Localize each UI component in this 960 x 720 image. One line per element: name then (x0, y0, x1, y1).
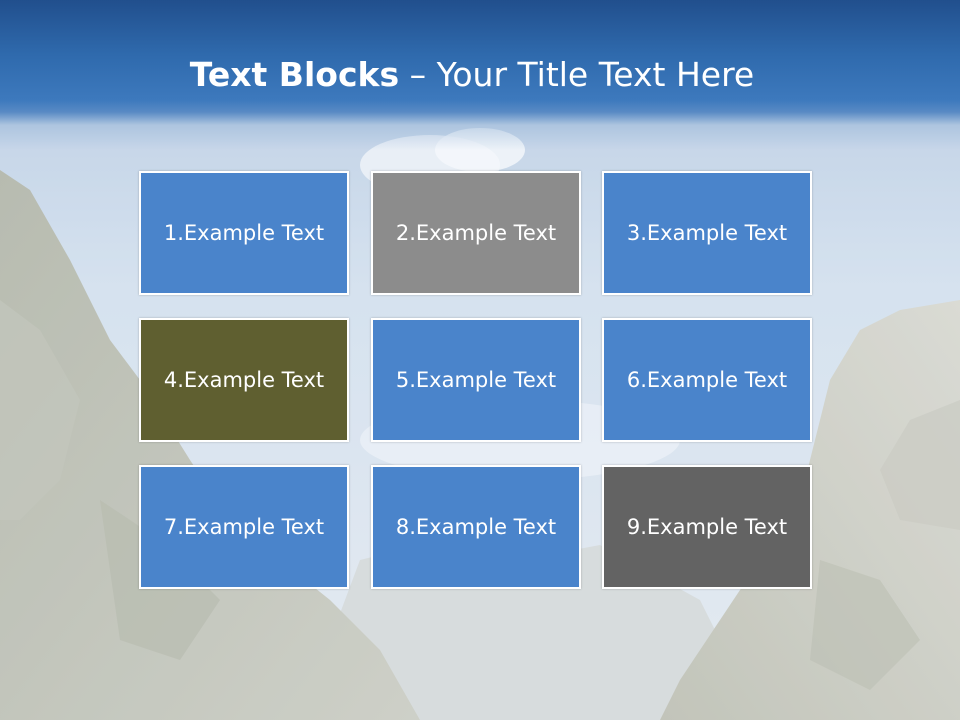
text-block-9: 9.Example Text (602, 465, 812, 589)
slide-title: Text Blocks – Your Title Text Here (0, 52, 944, 98)
text-block-2: 2.Example Text (371, 171, 581, 295)
text-block-6: 6.Example Text (602, 318, 812, 442)
text-block-3: 3.Example Text (602, 171, 812, 295)
title-banner (0, 0, 960, 150)
text-block-7: 7.Example Text (139, 465, 349, 589)
text-block-5: 5.Example Text (371, 318, 581, 442)
title-rest: Your Title Text Here (436, 55, 755, 94)
text-block-4: 4.Example Text (139, 318, 349, 442)
title-bold-part: Text Blocks (189, 55, 400, 94)
text-block-1: 1.Example Text (139, 171, 349, 295)
text-block-8: 8.Example Text (371, 465, 581, 589)
title-dash: – (399, 55, 437, 94)
